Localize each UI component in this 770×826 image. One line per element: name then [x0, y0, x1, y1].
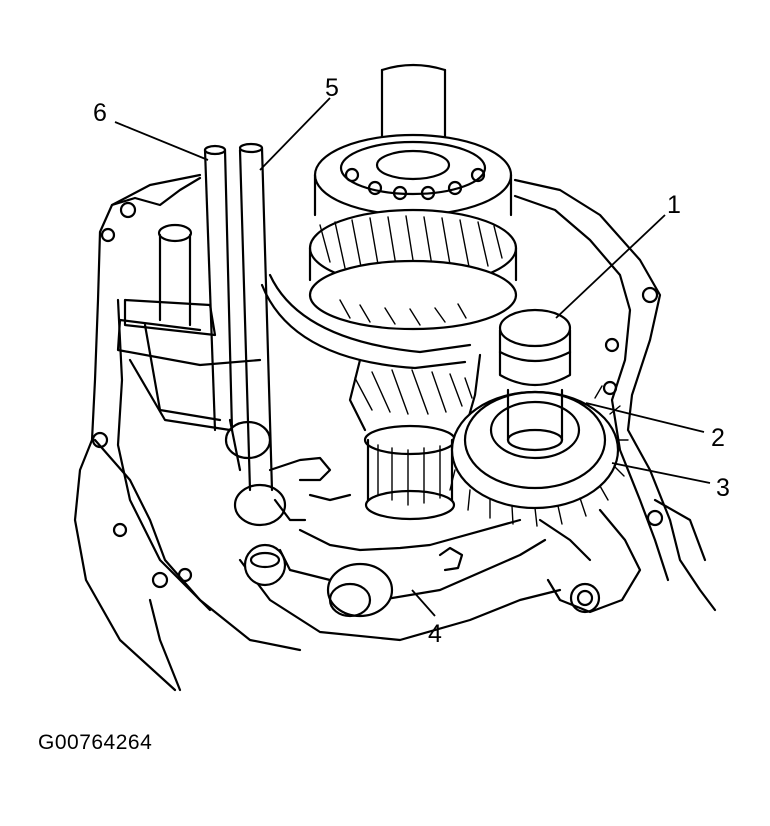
shift-bracket: [123, 223, 222, 422]
callout-4: 4: [428, 620, 442, 648]
leader-2: [585, 402, 705, 433]
callout-1: 1: [667, 191, 681, 219]
shift-rods: [203, 142, 332, 587]
leader-4: [411, 589, 436, 617]
callout-6: 6: [93, 99, 107, 127]
figure-id: G00764264: [38, 731, 153, 754]
callout-3: 3: [716, 474, 730, 502]
leader-3: [611, 462, 711, 484]
mainshaft-assembly: [308, 63, 518, 521]
leader-lines: [114, 97, 711, 617]
leader-6: [114, 121, 209, 161]
transmission-case: [73, 173, 717, 692]
reverse-idler-assembly: [449, 308, 629, 527]
callout-5: 5: [325, 74, 339, 102]
callout-2: 2: [711, 424, 725, 452]
callout-labels: 1 2 3 4 5 6: [93, 74, 730, 648]
shift-fork: [116, 273, 472, 472]
leader-1: [555, 214, 666, 319]
leader-5: [259, 97, 331, 171]
reverse-shift-lever: [278, 493, 547, 618]
